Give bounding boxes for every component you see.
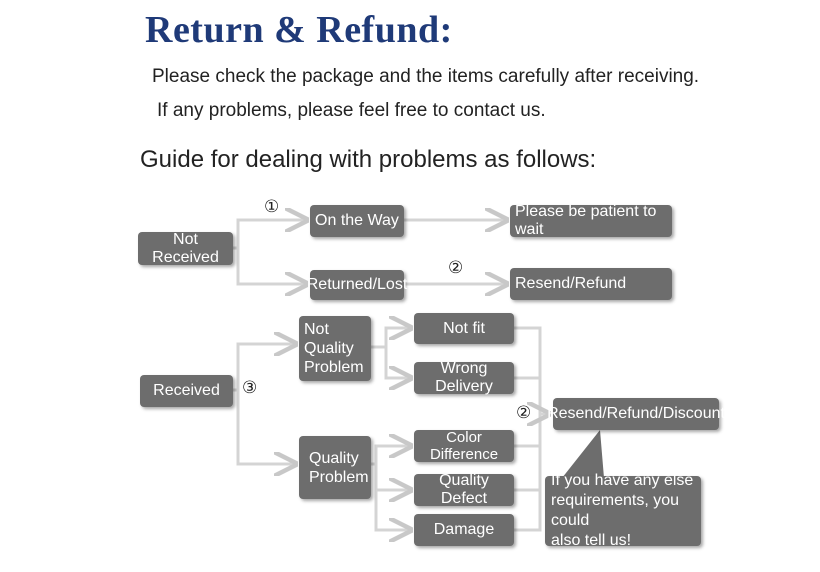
- intro-line-2: If any problems, please feel free to con…: [157, 100, 546, 121]
- step-marker-1: ①: [264, 197, 280, 216]
- node-wrong-delivery: Wrong Delivery: [414, 360, 514, 395]
- speech-bubble-else-requirements: If you have any else requirements, you c…: [545, 472, 701, 549]
- node-be-patient: Please be patient to wait: [510, 203, 672, 238]
- node-not-fit: Not fit: [414, 313, 514, 344]
- node-not-quality-problem: Not Quality Problem: [299, 316, 371, 381]
- node-not-received: Not Received: [138, 231, 233, 266]
- intro-line-1: Please check the package and the items c…: [152, 66, 700, 87]
- guide-heading: Guide for dealing with problems as follo…: [140, 146, 597, 173]
- speech-pointer: [562, 430, 604, 478]
- node-quality-problem: Quality Problem: [299, 436, 371, 499]
- step-marker-2a: ②: [448, 258, 464, 277]
- node-quality-defect: Quality Defect: [414, 472, 514, 507]
- node-on-the-way: On the Way: [310, 205, 404, 237]
- node-resend-refund: Resend/Refund: [510, 268, 672, 300]
- node-received: Received: [140, 375, 233, 407]
- step-marker-3: ③: [242, 378, 258, 397]
- page-title: Return & Refund:: [145, 9, 453, 51]
- node-returned-lost: Returned/Lost: [307, 270, 407, 300]
- node-resend-refund-discount: Resend/Refund/Discount: [547, 398, 725, 430]
- node-color-difference: Color Difference: [414, 429, 514, 463]
- step-marker-2b: ②: [516, 403, 532, 422]
- node-damage: Damage: [414, 514, 514, 546]
